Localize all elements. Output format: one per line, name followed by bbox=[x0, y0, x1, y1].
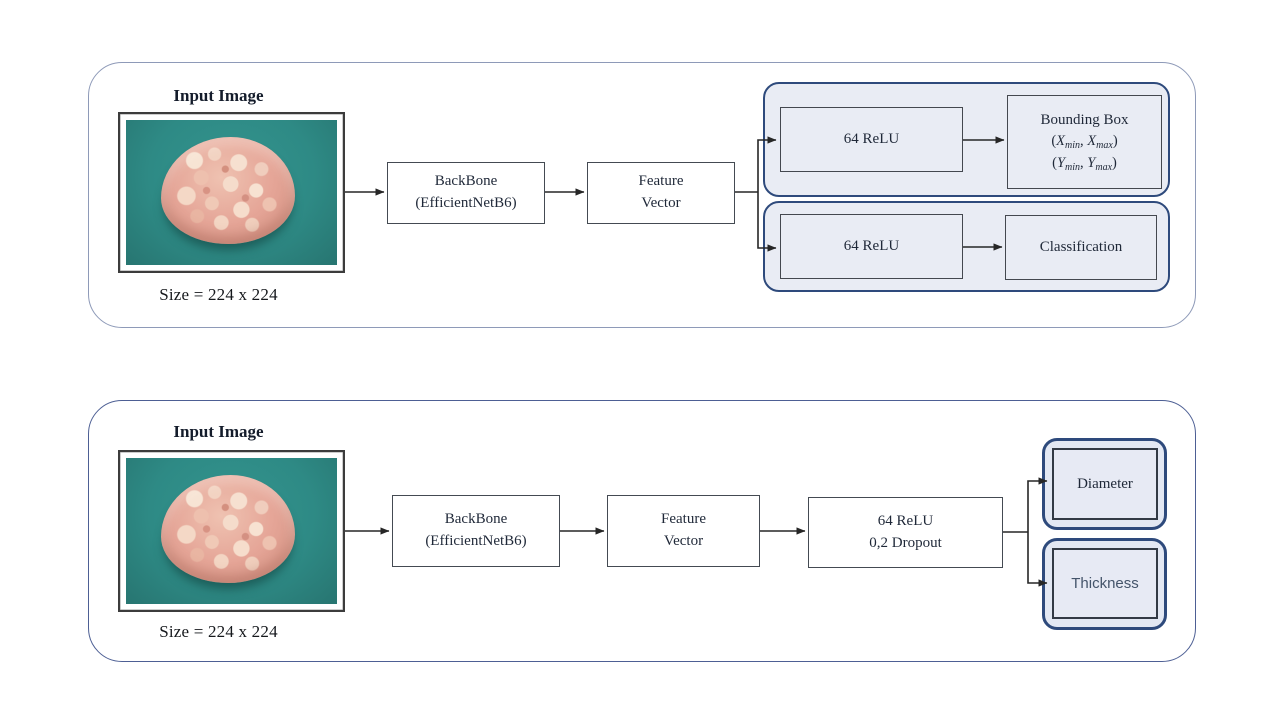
dense-line2: 0,2 Dropout bbox=[869, 534, 942, 551]
classification-label: Classification bbox=[1039, 239, 1123, 255]
image-size-caption-top: Size = 224 x 224 bbox=[159, 285, 278, 304]
dense-relu-label: 64 ReLU bbox=[843, 238, 900, 254]
dense-relu-box-detection: 64 ReLU bbox=[780, 107, 963, 172]
dense-line1: 64 ReLU bbox=[877, 512, 934, 529]
backbone-line1: BackBone bbox=[444, 511, 508, 528]
backbone-box-top: BackBone (EfficientNetB6) bbox=[387, 162, 545, 224]
diameter-label: Diameter bbox=[1077, 475, 1133, 492]
thickness-label: Thickness bbox=[1071, 575, 1139, 592]
classification-output: Classification bbox=[1005, 215, 1157, 280]
input-image-label-top: Input Image bbox=[173, 86, 264, 105]
meat-patty bbox=[160, 474, 295, 583]
patty-photo-top bbox=[126, 120, 337, 265]
input-image-label-bottom: Input Image bbox=[173, 422, 264, 441]
backbone-line2: (EfficientNetB6) bbox=[425, 533, 527, 549]
patty-photo-bottom bbox=[126, 458, 337, 604]
meat-patty bbox=[160, 136, 295, 244]
backbone-line2: (EfficientNetB6) bbox=[415, 195, 517, 211]
bounding-box-output: Bounding Box (Xmin, Xmax) (Ymin, Ymax) bbox=[1007, 95, 1162, 189]
feature-line2: Vector bbox=[641, 195, 681, 211]
diameter-output-box: Diameter bbox=[1052, 448, 1158, 520]
backbone-box-bottom: BackBone (EfficientNetB6) bbox=[392, 495, 560, 567]
dense-relu-box-classification: 64 ReLU bbox=[780, 214, 963, 279]
bounding-box-x-range: (Xmin, Xmax) bbox=[1051, 132, 1118, 151]
image-size-caption-bottom: Size = 224 x 224 bbox=[159, 622, 278, 641]
bounding-box-y-range: (Ymin, Ymax) bbox=[1052, 154, 1117, 173]
thickness-output-box: Thickness bbox=[1052, 548, 1158, 619]
input-image-frame-top bbox=[118, 112, 345, 273]
dense-relu-label: 64 ReLU bbox=[843, 131, 900, 147]
feature-vector-box-top: Feature Vector bbox=[587, 162, 735, 224]
feature-vector-box-bottom: Feature Vector bbox=[607, 495, 760, 567]
feature-line1: Feature bbox=[661, 511, 706, 528]
feature-line2: Vector bbox=[663, 533, 704, 549]
feature-line1: Feature bbox=[638, 173, 684, 190]
bounding-box-title: Bounding Box bbox=[1040, 111, 1129, 128]
input-image-frame-bottom bbox=[118, 450, 345, 612]
backbone-line1: BackBone bbox=[434, 173, 498, 190]
dense-dropout-box: 64 ReLU 0,2 Dropout bbox=[808, 497, 1003, 568]
